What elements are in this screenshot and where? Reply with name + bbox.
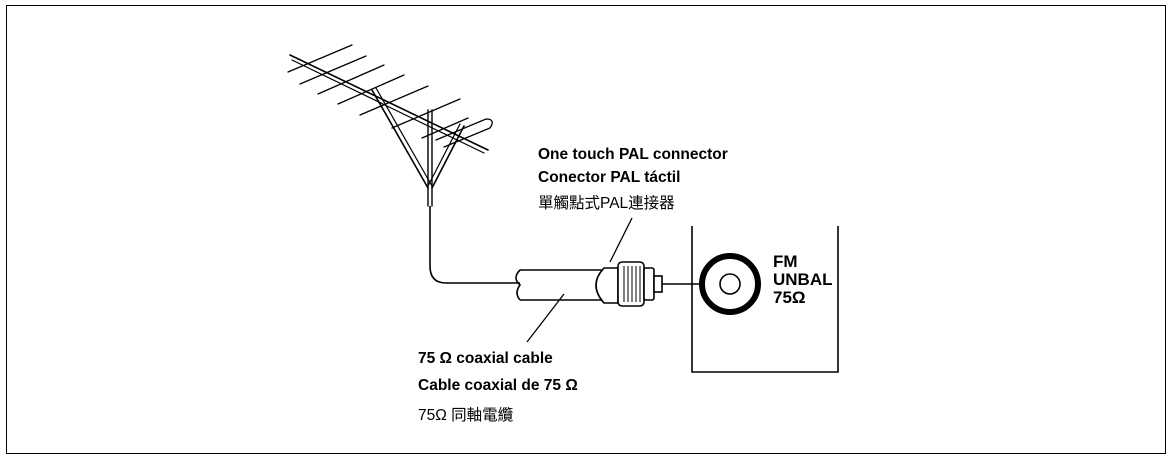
connector-label-spanish: Conector PAL táctil — [538, 169, 681, 186]
antenna-lead-wire — [429, 206, 520, 284]
receiver-rear-panel — [691, 226, 839, 373]
cable-label-english: 75 Ω coaxial cable — [418, 350, 553, 367]
terminal-label-line3: 75Ω — [773, 288, 806, 307]
pal-connector — [595, 217, 663, 307]
connector-label-english: One touch PAL connector — [538, 146, 728, 163]
fm-antenna — [287, 44, 493, 207]
coaxial-cable — [515, 269, 604, 343]
diagram-frame — [6, 5, 1166, 454]
fm-antenna-jack — [699, 253, 761, 315]
cable-label-chinese: 75Ω 同軸電纜 — [418, 407, 514, 424]
cable-label-spanish: Cable coaxial de 75 Ω — [418, 377, 578, 394]
terminal-label: FM UNBAL 75Ω — [773, 253, 833, 307]
terminal-label-line2: UNBAL — [773, 270, 833, 289]
connector-label-chinese: 單觸點式PAL連接器 — [538, 195, 675, 212]
terminal-label-line1: FM — [773, 252, 798, 271]
